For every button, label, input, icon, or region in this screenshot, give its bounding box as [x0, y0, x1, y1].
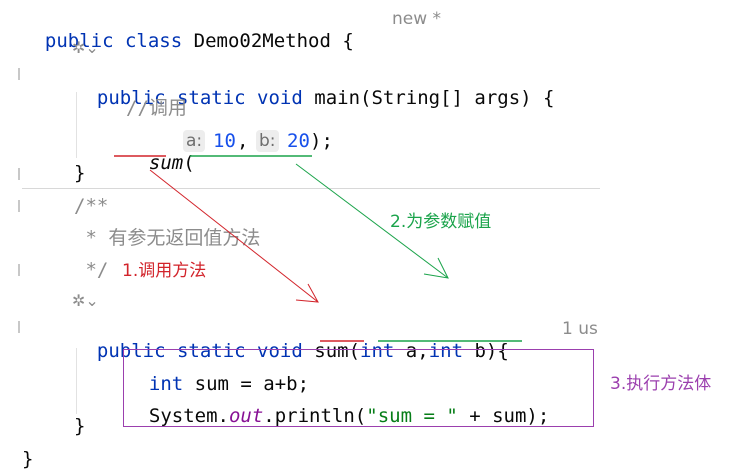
local-int-type: int	[148, 373, 184, 395]
local-sum-assign: sum = a+b;	[183, 373, 310, 395]
annotation-call-method: 1.调用方法	[122, 261, 207, 281]
sum-open-paren: (	[348, 340, 361, 362]
new-author-hint[interactable]: new *	[392, 9, 442, 29]
indent-guide	[76, 92, 77, 158]
param-hint-b: b:	[256, 130, 279, 152]
body-line-1: int sum = a+b;	[126, 351, 309, 395]
call-open-paren: (	[183, 152, 195, 174]
call-close: );	[310, 130, 333, 152]
indent-guide	[76, 348, 77, 414]
sum-call-name[interactable]: sum	[148, 152, 184, 174]
assign-arrowhead-green	[423, 257, 449, 279]
string-literal: "sum = "	[366, 405, 458, 427]
arg-b-value[interactable]: 20	[287, 130, 310, 152]
arg-a-value[interactable]: 10	[213, 130, 236, 152]
usages-hint[interactable]: 1 us	[562, 319, 598, 339]
gutter-marker	[18, 321, 20, 333]
call-arrow-red	[149, 169, 319, 303]
call-arrowhead-red	[295, 283, 319, 303]
main-method-line: public static void main(String[] args) {	[74, 65, 555, 109]
assign-arrow-green	[295, 163, 449, 279]
method-body-highlight	[123, 349, 594, 427]
javadoc-close: */	[74, 259, 109, 281]
sum-call-line: sum(	[126, 130, 195, 174]
class-name[interactable]: Demo02Method	[193, 30, 331, 52]
annotation-execute-body: 3.执行方法体	[610, 374, 712, 394]
println-call: .println(	[263, 405, 367, 427]
call-comment: //调用	[126, 97, 187, 119]
system-class: System.	[148, 405, 229, 427]
sum-method-line: public static void sum(int a,int b){	[74, 318, 509, 362]
sum-modifiers: public static void	[96, 340, 303, 362]
param-hint-a: a:	[183, 130, 206, 152]
gutter-marker	[18, 168, 20, 180]
main-close-brace: }	[74, 162, 86, 184]
arg-separator: ,	[237, 130, 249, 152]
main-method-name[interactable]: main	[314, 87, 361, 109]
body-line-2: System.out.println("sum = " + sum);	[126, 383, 549, 427]
sum-close-brace: }	[74, 415, 86, 437]
annotation-assign-params: 2.为参数赋值	[390, 212, 492, 232]
javadoc-text: * 有参无返回值方法	[74, 227, 260, 249]
main-modifiers: public static void	[96, 87, 303, 109]
param-b-name: b){	[463, 340, 509, 362]
keyword-class: class	[124, 30, 183, 52]
class-close-brace: }	[22, 448, 34, 470]
concat-rest: + sum);	[457, 405, 550, 427]
keyword-public: public	[44, 30, 114, 52]
param-b-type: int	[428, 340, 464, 362]
main-params: (String[] args) {	[360, 87, 555, 109]
javadoc-open: /**	[74, 195, 109, 217]
class-declaration-line: public class Demo02Method {	[22, 8, 354, 52]
method-separator	[22, 188, 600, 189]
out-field: out	[228, 405, 264, 427]
open-brace: {	[330, 30, 354, 52]
method-gutter-icon[interactable]: ✲⌄	[72, 38, 99, 57]
param-a-type: int	[360, 340, 395, 362]
param-a-name: a,	[394, 340, 429, 362]
method-gutter-icon[interactable]: ✲⌄	[72, 291, 99, 310]
gutter-marker	[18, 68, 20, 80]
sum-method-name[interactable]: sum	[314, 340, 349, 362]
gutter-marker	[18, 264, 20, 276]
javadoc-description: * 有参无返回值方法	[74, 227, 261, 249]
gutter-marker	[18, 200, 20, 212]
